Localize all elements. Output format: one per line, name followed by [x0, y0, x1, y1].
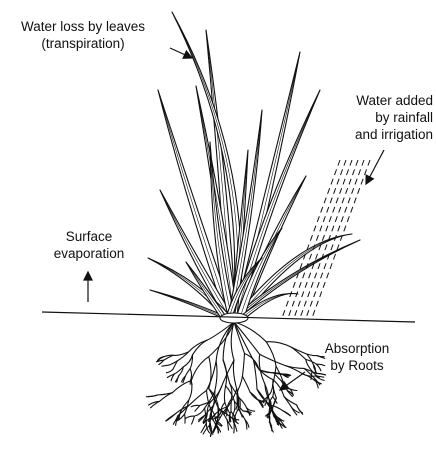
root-branch [266, 342, 291, 348]
root-branch [245, 354, 260, 370]
root-branch [284, 397, 297, 405]
root-branch [250, 392, 258, 400]
root-branch [192, 416, 195, 424]
root-branch [148, 395, 157, 396]
evaporation-label: Surface evaporation [44, 228, 134, 262]
root-branch [193, 340, 208, 355]
evaporation-label-line-2: evaporation [44, 245, 134, 262]
grass-leaves [148, 12, 360, 323]
root-branch [234, 322, 254, 361]
transpiration-label-line-2: (transpiration) [3, 35, 163, 52]
root-branch [260, 354, 286, 365]
root-branch [303, 374, 314, 380]
absorption-arrow-head [280, 382, 289, 390]
absorption-label-line-1: Absorption [312, 340, 402, 357]
root-branch [238, 376, 243, 391]
root-branch [233, 360, 236, 389]
root-branch [172, 381, 191, 393]
rain-streak [312, 160, 370, 318]
root-branch [185, 416, 194, 419]
transpiration-label-line-1: Water loss by leaves [3, 18, 163, 35]
rainfall-label-line-1: Water added [315, 92, 433, 109]
rain-streaks [282, 160, 370, 318]
root-branch [167, 369, 173, 372]
root-branch [259, 354, 265, 384]
evaporation-label-line-1: Surface [44, 228, 134, 245]
root-branch [242, 376, 250, 392]
rain-streak [288, 160, 346, 318]
root-branch [177, 352, 188, 361]
rainfall-label-line-2: by rainfall [315, 109, 433, 126]
root-branch [240, 399, 247, 408]
absorption-label-line-2: by Roots [312, 357, 402, 374]
rain-streak [300, 160, 358, 318]
rainfall-arrow-head [366, 175, 373, 184]
root-branch [190, 369, 191, 378]
root-branch [185, 369, 190, 377]
root-branch [166, 414, 175, 421]
absorption-label: Absorption by Roots [312, 340, 402, 374]
rain-streak [306, 160, 364, 318]
root-branch [234, 322, 245, 354]
transpiration-label: Water loss by leaves (transpiration) [3, 18, 163, 52]
root-branch [195, 406, 200, 412]
root-branch [222, 360, 234, 386]
root-branch [283, 411, 291, 416]
root-branch [233, 402, 235, 414]
root-branch [240, 399, 241, 411]
root-branch [191, 357, 209, 381]
root-branch [292, 347, 306, 359]
root-branch [162, 365, 169, 366]
rainfall-label-line-3: and irrigation [315, 126, 433, 143]
root-branch [266, 342, 276, 366]
root-branch [242, 354, 244, 377]
root-branch [224, 386, 225, 403]
roots [146, 322, 325, 437]
evaporation-arrow-head [84, 272, 92, 280]
rainfall-label: Water added by rainfall and irrigation [315, 92, 433, 143]
